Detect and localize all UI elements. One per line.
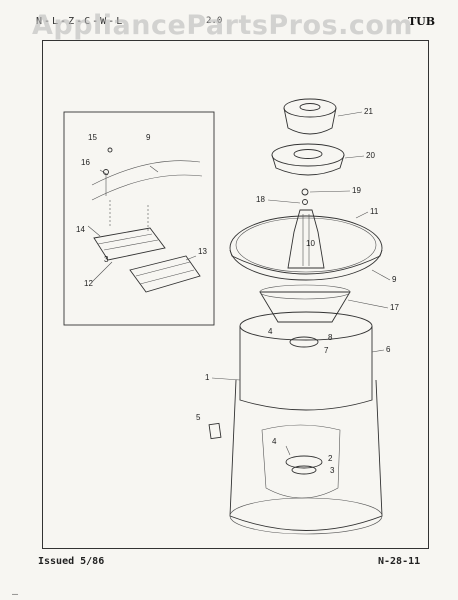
tub-cover-part-9 <box>229 215 383 281</box>
issued-date: Issued 5/86 <box>38 556 105 567</box>
tub-drain-seal <box>285 455 323 469</box>
callout-4-top: 4 <box>268 327 273 336</box>
funnel-part-17 <box>259 291 351 323</box>
tub-cover-rim <box>229 249 383 275</box>
callout-18: 19 <box>352 186 361 195</box>
agitator-fins <box>302 214 310 266</box>
basket-part-6 <box>239 326 373 411</box>
leader <box>87 225 101 237</box>
model-code: N-L-Z-C-W-L <box>36 16 125 27</box>
nut-part-18 <box>301 188 309 196</box>
label-part-5 <box>208 422 222 440</box>
callout-5: 5 <box>196 413 201 422</box>
leader <box>347 299 389 309</box>
clip-part-16 <box>103 169 109 175</box>
baffle-rib <box>97 233 153 245</box>
leader <box>337 111 363 117</box>
watermark: AppliancePartsPros.com <box>32 10 414 41</box>
page-code: N-28-11 <box>378 556 421 567</box>
callout-20: 20 <box>366 151 375 160</box>
callout-13: 13 <box>198 247 207 256</box>
header-page-number: 2.0 <box>206 16 223 26</box>
basket-hub <box>289 336 319 348</box>
ring-hole <box>293 149 323 159</box>
cap-hole <box>299 103 321 111</box>
callout-3-inset: 3 <box>104 255 109 264</box>
leader <box>91 261 113 283</box>
callout-11: 11 <box>370 207 379 216</box>
inset-box <box>63 111 215 326</box>
washer-part-19 <box>302 199 308 205</box>
ring-part-20 <box>271 143 345 167</box>
screw-part-15 <box>107 147 113 153</box>
inset-arc <box>91 174 203 201</box>
baffle-rib <box>135 261 191 277</box>
leader <box>267 199 301 204</box>
callout-2: 2 <box>328 454 333 463</box>
callout-4: 4 <box>272 437 277 446</box>
corner-dash: – <box>12 589 19 600</box>
leader <box>371 349 385 353</box>
outer-tub-bottom <box>229 497 383 535</box>
baffle-rib <box>139 269 195 285</box>
basket-top <box>239 311 373 341</box>
callout-8: 8 <box>328 333 333 342</box>
tub-drain-nut <box>291 465 317 475</box>
section-title: TUB <box>408 15 436 28</box>
callout-7: 7 <box>324 346 329 355</box>
callout-1: 1 <box>205 373 210 382</box>
callout-3: 3 <box>330 466 335 475</box>
agitator-part-10 <box>287 209 325 269</box>
inset-arc <box>91 160 201 186</box>
callout-6: 6 <box>386 345 391 354</box>
callout-9: 9 <box>392 275 397 284</box>
callout-12: 12 <box>84 279 93 288</box>
callout-10: 10 <box>306 239 315 248</box>
baffle-plate-13 <box>129 255 201 293</box>
callout-14: 14 <box>76 225 85 234</box>
baffle-rib <box>103 239 159 251</box>
callout-19: 18 <box>256 195 265 204</box>
callout-15: 15 <box>88 133 97 142</box>
tub-cover-inner <box>235 217 377 273</box>
tub-inner-bowl <box>261 424 341 499</box>
callout-21: 21 <box>364 107 373 116</box>
ring-body <box>271 154 345 176</box>
cap-body <box>283 107 337 135</box>
callout-16: 16 <box>81 158 90 167</box>
callout-17: 17 <box>390 303 399 312</box>
leader <box>285 445 291 456</box>
leader <box>355 211 369 219</box>
leader <box>344 155 365 159</box>
funnel-top <box>259 284 351 300</box>
cap-part-21 <box>283 98 337 118</box>
callout-9-inset: 9 <box>146 133 151 142</box>
outer-tub-part-1 <box>229 379 383 531</box>
inset-marks <box>99 165 159 176</box>
leader <box>309 190 351 193</box>
leader <box>371 269 391 281</box>
baffle-plate-14 <box>93 227 166 261</box>
leader <box>185 255 197 261</box>
leader <box>211 377 241 381</box>
diagram-frame <box>42 40 429 549</box>
